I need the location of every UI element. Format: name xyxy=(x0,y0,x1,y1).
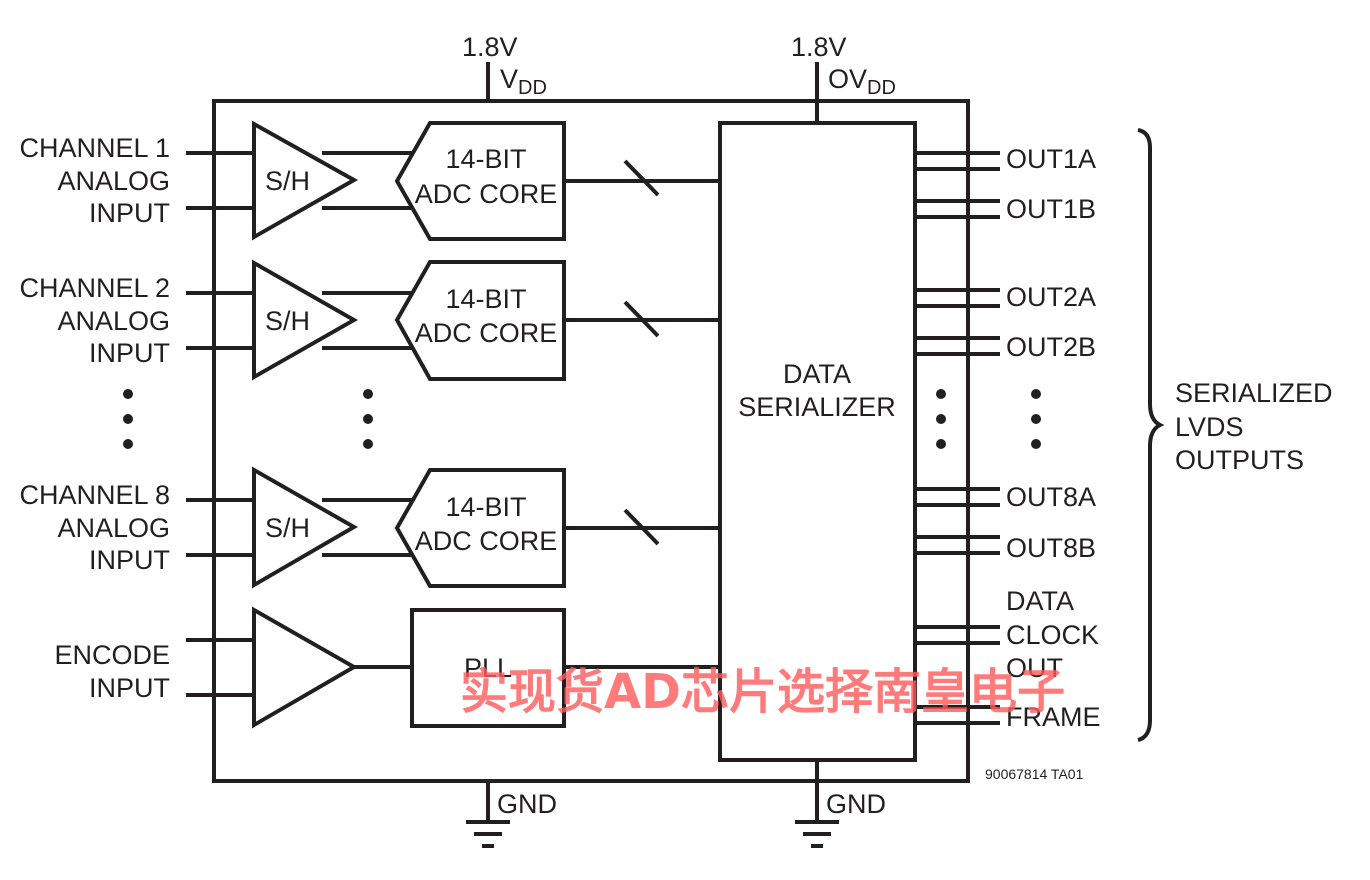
output-pins xyxy=(915,151,1000,725)
dco-label-line2: CLOCK xyxy=(1006,620,1099,650)
ground-symbol-left xyxy=(466,781,510,848)
output-ellipsis-pins xyxy=(936,389,946,449)
channel-8-sample-hold xyxy=(252,466,359,589)
channel-1-label-line2: ANALOG xyxy=(57,166,170,196)
channel-2-sh-label: S/H xyxy=(265,306,310,336)
channel-1-adc-core xyxy=(394,121,566,241)
channel-ellipsis-left xyxy=(123,389,133,449)
encode-path: ENCODE INPUT PLL xyxy=(54,606,720,729)
ovdd-name: OV xyxy=(828,64,867,94)
pll-label: PLL xyxy=(464,653,512,683)
vdd-sub: DD xyxy=(518,77,547,99)
channel-1-label-line3: INPUT xyxy=(89,198,170,228)
channel-1-adc-line2: ADC CORE xyxy=(415,179,558,209)
serializer-line2: SERIALIZER xyxy=(738,392,896,422)
serializer-line1: DATA xyxy=(783,359,851,389)
ground-symbol-right xyxy=(795,760,839,848)
channel-8-adc-line1: 14-BIT xyxy=(445,492,526,522)
channel-8-label-line1: CHANNEL 8 xyxy=(19,480,170,510)
dco-label-line1: DATA xyxy=(1006,586,1074,616)
vdd-label: VDD xyxy=(500,64,547,99)
channel-2-adc-core xyxy=(394,260,566,381)
frame-label: FRAME xyxy=(1006,702,1101,732)
vdd-name: V xyxy=(500,64,518,94)
pll-block xyxy=(410,608,566,728)
dco-label-line3: OUT xyxy=(1006,653,1063,683)
channel-2-label-line1: CHANNEL 2 xyxy=(19,273,170,303)
channel-2-label-line2: ANALOG xyxy=(57,306,170,336)
out8a-label: OUT8A xyxy=(1006,482,1096,512)
brace-label-line2: LVDS xyxy=(1175,412,1244,442)
channel-8-adc-line2: ADC CORE xyxy=(415,526,558,556)
encode-label-line2: INPUT xyxy=(89,673,170,703)
channel-ellipsis-middle xyxy=(363,389,373,449)
encode-label-line1: ENCODE xyxy=(54,640,170,670)
channel-2: CHANNEL 2 ANALOG INPUT S/H 14-BIT ADC CO… xyxy=(19,259,720,381)
watermark: 实现货AD芯片选择南皇电子 xyxy=(460,664,1065,720)
channel-1-sh-label: S/H xyxy=(265,166,310,196)
out1b-label: OUT1B xyxy=(1006,194,1096,224)
out8b-label: OUT8B xyxy=(1006,533,1096,563)
out2b-label: OUT2B xyxy=(1006,332,1096,362)
brace-label-line3: OUTPUTS xyxy=(1175,445,1304,475)
channel-1-sample-hold xyxy=(252,120,359,241)
channel-2-adc-line2: ADC CORE xyxy=(415,318,558,348)
channel-8: CHANNEL 8 ANALOG INPUT S/H 14-BIT ADC CO… xyxy=(19,466,720,589)
channel-2-label-line3: INPUT xyxy=(89,338,170,368)
encode-buffer xyxy=(252,606,359,729)
ovdd-label: OVDD xyxy=(828,64,896,99)
out1a-label: OUT1A xyxy=(1006,144,1096,174)
channel-8-label-line3: INPUT xyxy=(89,545,170,575)
channel-8-sh-label: S/H xyxy=(265,513,310,543)
ovdd-sub: DD xyxy=(867,77,896,99)
channel-2-sample-hold xyxy=(252,259,359,381)
channel-8-adc-core xyxy=(394,468,566,588)
ovdd-voltage: 1.8V xyxy=(791,32,847,62)
data-serializer-block xyxy=(718,121,917,762)
brace-label-line1: SERIALIZED xyxy=(1175,378,1333,408)
gnd-left-label: GND xyxy=(497,789,557,819)
vdd-voltage: 1.8V xyxy=(462,32,518,62)
output-ellipsis-labels xyxy=(1031,389,1041,449)
out2a-label: OUT2A xyxy=(1006,282,1096,312)
figure-id: 90067814 TA01 xyxy=(985,766,1084,782)
channel-1: CHANNEL 1 ANALOG INPUT S/H 14-BIT ADC CO… xyxy=(19,120,720,241)
outputs-brace xyxy=(1137,128,1165,742)
channel-8-label-line2: ANALOG xyxy=(57,513,170,543)
chip-outline xyxy=(212,99,970,783)
gnd-right-label: GND xyxy=(826,789,886,819)
channel-1-label-line1: CHANNEL 1 xyxy=(19,133,170,163)
channel-1-adc-line1: 14-BIT xyxy=(445,144,526,174)
channel-2-adc-line1: 14-BIT xyxy=(445,284,526,314)
